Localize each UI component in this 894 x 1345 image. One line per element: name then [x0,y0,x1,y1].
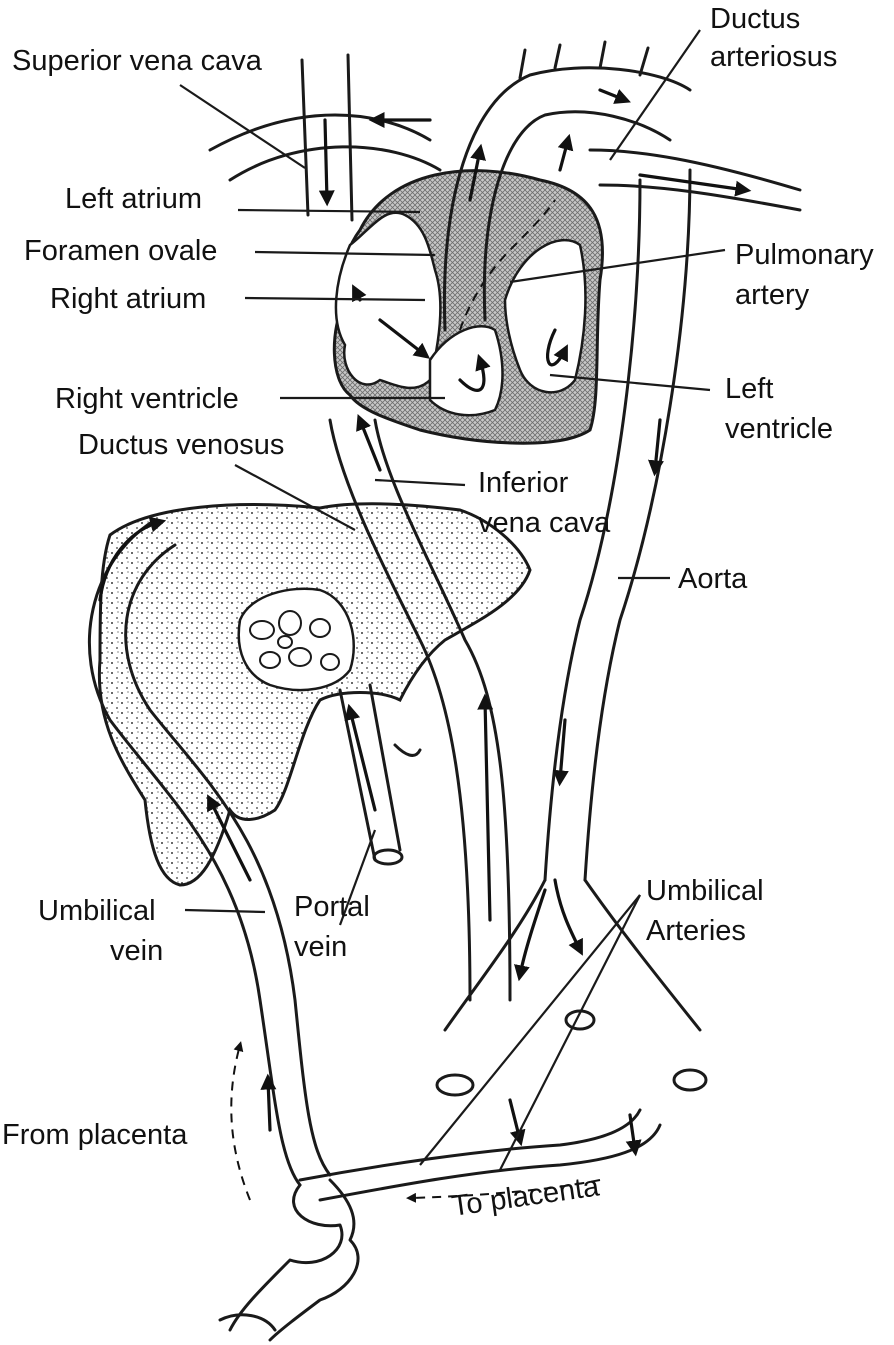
label-pulmonary-artery-1: Pulmonary [735,239,874,271]
label-umbilical-arteries-1: Umbilical [646,875,764,907]
label-left-ventricle-1: Left [725,373,774,405]
label-superior-vena-cava: Superior vena cava [12,45,262,77]
label-umbilical-vein-1: Umbilical [38,895,156,927]
right-ventricle-chamber [428,325,504,417]
label-aorta: Aorta [678,563,748,595]
label-ductus-venosus: Ductus venosus [78,429,285,461]
label-right-atrium: Right atrium [50,283,207,315]
label-from-placenta: From placenta [2,1119,188,1151]
label-umbilical-arteries-2: Arteries [646,915,746,947]
label-portal-vein-1: Portal [294,891,370,923]
label-left-ventricle-2: ventricle [725,413,833,445]
leader-lines [179,29,726,1171]
label-ductus-arteriosus-2: arteriosus [710,41,838,73]
label-inferior-vena-cava-1: Inferior [478,467,569,499]
label-umbilical-vein-2: vein [110,935,164,967]
label-ductus-arteriosus-1: Ductus [710,3,801,35]
label-portal-vein-2: vein [294,931,348,963]
label-inferior-vena-cava-2: vena cava [478,507,611,539]
liver-hilum [237,587,355,692]
label-left-atrium: Left atrium [65,183,202,215]
heart [332,169,604,445]
label-foramen-ovale: Foramen ovale [24,235,218,267]
label-pulmonary-artery-2: artery [735,279,810,311]
liver-vessels [249,610,340,671]
label-right-ventricle: Right ventricle [55,383,239,415]
liver [97,502,532,887]
